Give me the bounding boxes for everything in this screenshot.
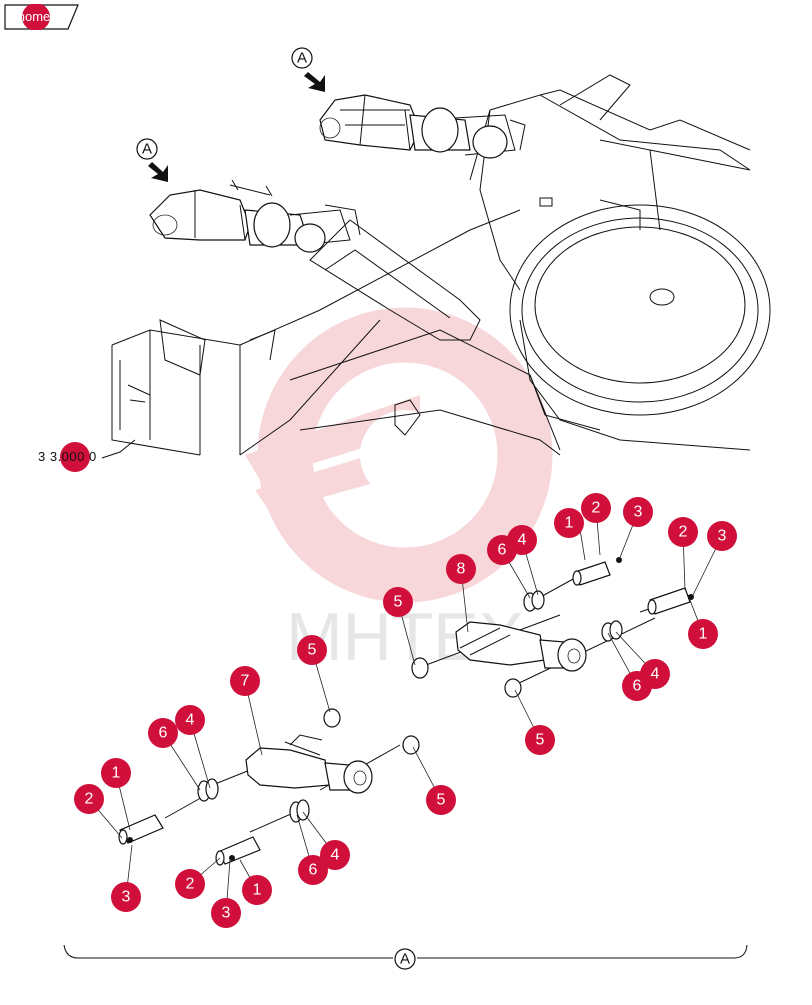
svg-text:A: A xyxy=(400,951,410,968)
callout-2[interactable]: 2 xyxy=(668,517,698,547)
svg-text:5: 5 xyxy=(536,732,545,749)
callout-4[interactable]: 4 xyxy=(175,705,205,735)
callout-7[interactable]: 7 xyxy=(230,666,260,696)
callout-5[interactable]: 5 xyxy=(525,725,555,755)
callout-3[interactable]: 3 xyxy=(707,521,737,551)
svg-text:4: 4 xyxy=(651,666,660,683)
callout-1[interactable]: 1 xyxy=(688,619,718,649)
upper-cylinder-right xyxy=(319,94,526,159)
callout-3[interactable]: 3 xyxy=(211,898,241,928)
svg-text:2: 2 xyxy=(592,500,601,517)
callout-2[interactable]: 2 xyxy=(74,784,104,814)
svg-text:3: 3 xyxy=(122,889,131,906)
svg-text:3: 3 xyxy=(634,504,643,521)
svg-text:7: 7 xyxy=(241,673,250,690)
view-a-bracket: A xyxy=(63,944,748,970)
svg-text:1: 1 xyxy=(699,626,708,643)
svg-text:4: 4 xyxy=(518,532,527,549)
svg-text:6: 6 xyxy=(159,725,168,742)
cylinder-assembly-8 xyxy=(411,557,694,698)
callout-1[interactable]: 1 xyxy=(242,875,272,905)
callout-1[interactable]: 1 xyxy=(554,508,584,538)
svg-text:1: 1 xyxy=(253,882,262,899)
svg-text:2: 2 xyxy=(85,791,94,808)
svg-text:5: 5 xyxy=(394,594,403,611)
upper-cylinder-left xyxy=(149,179,361,253)
svg-text:1: 1 xyxy=(565,515,574,532)
callout-1[interactable]: 1 xyxy=(101,758,131,788)
callout-4[interactable]: 4 xyxy=(320,840,350,870)
callout-5[interactable]: 5 xyxy=(426,785,456,815)
svg-text:3: 3 xyxy=(222,905,231,922)
svg-text:5: 5 xyxy=(437,792,446,809)
svg-text:4: 4 xyxy=(186,712,195,729)
svg-text:2: 2 xyxy=(679,524,688,541)
machine-frame-drawing xyxy=(111,74,771,456)
svg-text:A: A xyxy=(297,50,307,67)
callout-3[interactable]: 3 xyxy=(623,497,653,527)
svg-text:8: 8 xyxy=(457,561,466,578)
svg-text:1: 1 xyxy=(112,765,121,782)
svg-text:5: 5 xyxy=(308,642,317,659)
svg-text:3: 3 xyxy=(718,528,727,545)
callout-5[interactable]: 5 xyxy=(297,635,327,665)
home-label: home xyxy=(17,9,51,24)
callout-3[interactable]: 3 xyxy=(111,882,141,912)
callout-6[interactable]: 6 xyxy=(622,671,652,701)
reference-link[interactable]: 3 3.000 0 xyxy=(38,449,97,464)
view-arrow-upper: A xyxy=(291,47,325,92)
svg-text:2: 2 xyxy=(186,876,195,893)
svg-text:6: 6 xyxy=(309,862,318,879)
reference-leader-line xyxy=(101,439,136,459)
callout-8[interactable]: 8 xyxy=(446,554,476,584)
svg-text:4: 4 xyxy=(331,847,340,864)
callout-5[interactable]: 5 xyxy=(383,587,413,617)
home-tab-shape xyxy=(4,4,79,30)
svg-text:6: 6 xyxy=(633,678,642,695)
callout-6[interactable]: 6 xyxy=(487,535,517,565)
callout-2[interactable]: 2 xyxy=(581,493,611,523)
callout-2[interactable]: 2 xyxy=(175,869,205,899)
callout-6[interactable]: 6 xyxy=(298,855,328,885)
svg-text:A: A xyxy=(142,141,152,158)
view-arrow-lower: A xyxy=(136,138,168,182)
reference-marker xyxy=(60,442,90,472)
svg-text:6: 6 xyxy=(498,542,507,559)
callout-6[interactable]: 6 xyxy=(148,718,178,748)
home-button[interactable]: home xyxy=(4,4,80,30)
